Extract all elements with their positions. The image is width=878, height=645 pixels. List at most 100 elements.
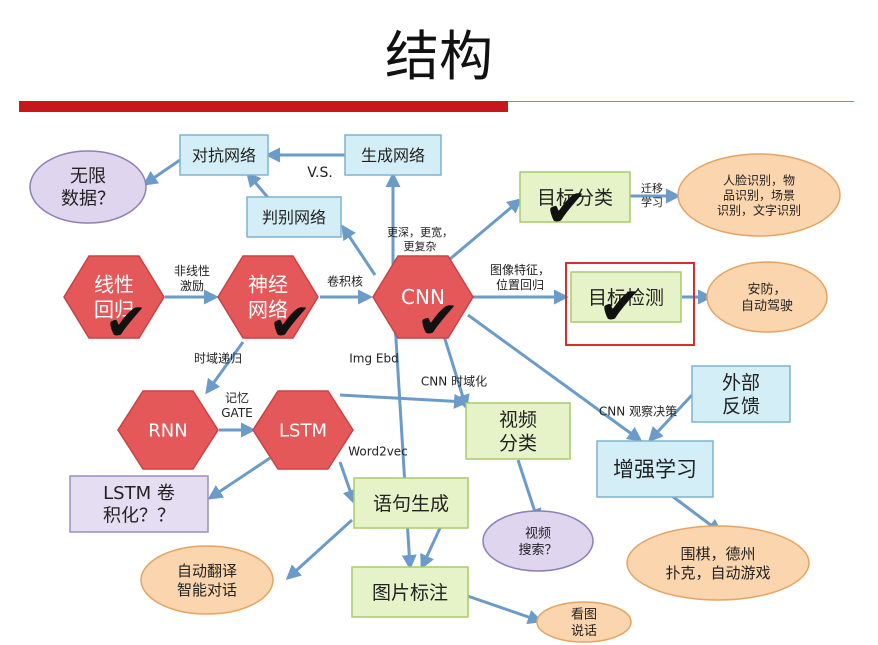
node-label: CNN [401,285,445,309]
node-hexagon [372,255,474,339]
node-lstm: LSTM [252,390,354,470]
node-kantu-shuohua: 看图说话 [536,601,632,643]
check-shenjing-icon: ✔ [268,293,312,353]
node-box [246,196,342,238]
node-box [465,402,571,460]
edge-label-cnn-shiyuhua: CNN 时域化 [421,374,487,388]
node-box [691,365,791,423]
node-wuxian-shuju: 无限数据？ [29,150,147,224]
node-duikang-wangluo: 对抗网络 [179,134,269,176]
edge-label-qianyi-xuexi: 迁移学习 [641,182,663,209]
node-label: 对抗网络 [192,146,256,165]
edge-label-img-ebd: Img Ebd [349,351,398,365]
node-anfang: 安防，自动驾驶 [706,261,828,333]
node-label: 目标分类 [537,187,613,209]
node-waibu-fankui: 外部反馈 [691,365,791,423]
edge-label-word2vec: Word2vec [348,444,408,458]
node-label: 外部反馈 [722,372,760,418]
node-label: LSTM [279,420,327,441]
edge-yuju-to-fanyi [285,518,354,581]
edge-yuju-to-tupian [420,527,442,570]
check-cnn-icon: ✔ [416,291,460,351]
node-xianxing-huigui: 线性回归 [63,255,165,339]
node-ellipse [29,150,147,224]
node-label: 看图说话 [571,607,597,639]
node-box [351,566,469,618]
node-cnn: CNN [372,255,474,339]
edge-tupian-to-kantu [455,590,543,625]
node-shenjing-wangluo: 神经网络 [217,255,319,339]
edge-lstm-to-shipin [339,393,469,409]
highlight-frame [565,262,695,346]
node-lstm-juanjihua: LSTM 卷积化？？ [69,475,209,533]
node-box [179,134,269,176]
node-hexagon [117,390,219,470]
node-weiqi: 围棋，德州扑克，自动游戏 [626,525,810,601]
node-label: 神经网络 [248,273,288,322]
node-label: 无限数据？ [61,166,115,210]
check-mubiao-jiance-icon: ✔ [598,277,642,337]
node-label: RNN [148,420,187,441]
node-label: 安防，自动驾驶 [741,282,793,314]
node-box [353,477,469,529]
edge-label-shiyu-digui: 时域递归 [194,351,242,365]
edge-cnn-to-zengqiang [467,313,643,442]
node-ellipse [140,545,274,615]
edge-label-vs: V.S. [307,165,333,181]
node-label: 目标检测 [588,287,664,309]
node-box [570,271,682,323]
node-label: 视频搜索？ [518,527,557,558]
edge-label-cnn-guancha: CNN 观察决策 [599,404,677,418]
edge-label-feixianxing-jili: 非线性激励 [174,264,210,293]
node-label: 语句生成 [373,493,449,515]
node-box [69,475,209,533]
node-mubiao-fenlei: 目标分类 [519,171,631,223]
node-label: 增强学习 [613,458,697,482]
check-mubiao-fenlei-icon: ✔ [544,179,588,239]
node-shipin-fenlei: 视频分类 [465,402,571,460]
node-zengqiang-xuexi: 增强学习 [596,440,714,498]
node-box [344,134,442,176]
node-label: 生成网络 [361,146,425,165]
edge-panbie-to-duikang [246,171,272,201]
node-box [519,171,631,223]
node-ellipse [706,261,828,333]
node-label: 人脸识别，物品识别，场景识别，文字识别 [717,173,801,217]
node-label: 围棋，德州扑克，自动游戏 [665,545,770,582]
node-zidong-fanyi: 自动翻译智能对话 [140,545,274,615]
title-bar-line [508,101,854,102]
node-ellipse [677,153,841,237]
edge-label-tuxiang-tezheng: 图像特征，位置回归 [490,262,550,292]
edge-shenjing-to-rnn [205,341,245,395]
node-rnn: RNN [117,390,219,470]
edge-lstm-to-lstm-juanjihua [207,456,271,500]
node-label: 自动翻译智能对话 [177,562,237,599]
node-renlian-shibie: 人脸识别，物品识别，场景识别，文字识别 [677,153,841,237]
node-box [596,440,714,498]
slide-title: 结构 [385,25,493,88]
edge-label-gengshen: 更深，更宽，更复杂 [387,225,453,253]
node-panbie-wangluo: 判别网络 [246,196,342,238]
edge-waibu-to-zengqiang [647,393,694,443]
node-hexagon [252,390,354,470]
node-ellipse [536,601,632,643]
node-label: 图片标注 [372,582,448,604]
edge-lstm-to-yuju [338,461,358,505]
node-mubiao-jiance: 目标检测 [570,271,682,323]
edge-cnn-to-panbie [341,224,377,276]
node-shengcheng-wangluo: 生成网络 [344,134,442,176]
node-label: 视频分类 [499,409,537,455]
check-xianxing-icon: ✔ [104,293,148,353]
node-label: 判别网络 [262,208,326,227]
node-tupian-biaozhu: 图片标注 [351,566,469,618]
title-bar-red [19,101,508,112]
node-hexagon [217,255,319,339]
edge-label-juanjihe: 卷积核 [327,273,363,288]
node-label: LSTM 卷积化？？ [103,483,175,526]
edge-duikang-to-wuxian [142,158,181,186]
node-yuju-shengcheng: 语句生成 [353,477,469,529]
edge-cnn-to-mubiao-fenlei [436,198,523,272]
node-ellipse [482,510,594,572]
